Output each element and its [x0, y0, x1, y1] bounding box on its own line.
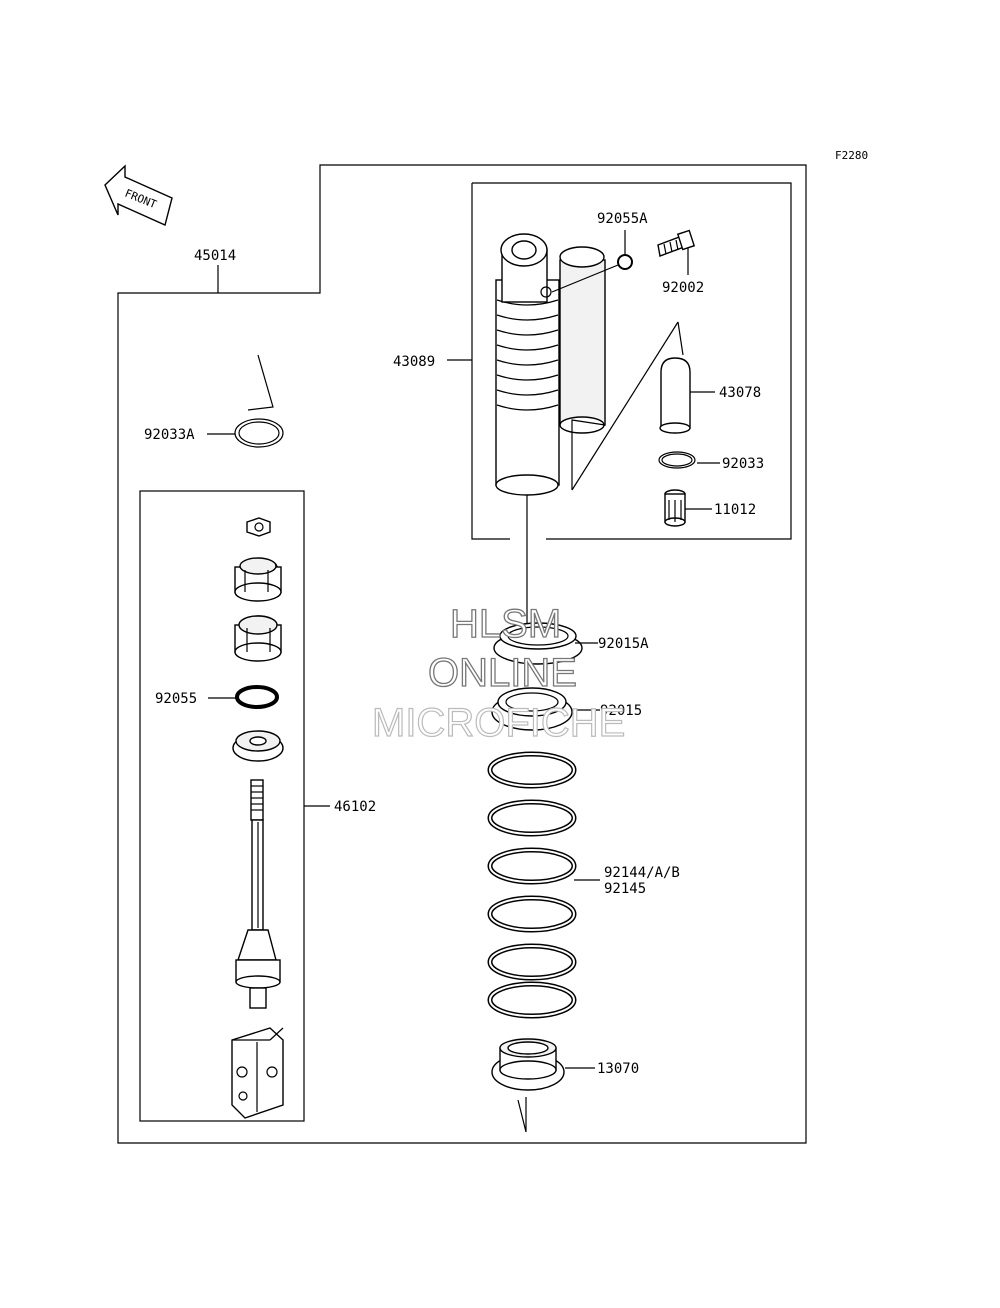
piston-rod — [235, 779, 281, 1009]
bolt-92002: 92002 — [657, 229, 704, 296]
part-label-92002: 92002 — [662, 280, 704, 296]
part-label-43078: 43078 — [719, 385, 761, 401]
upper-bushing — [234, 557, 282, 602]
cap-11012: 11012 — [664, 489, 756, 527]
svg-text:HLSM: HLSM — [450, 602, 561, 646]
figure-code: F2280 — [835, 149, 868, 162]
part-label-92015A: 92015A — [598, 636, 649, 652]
part-label-92033: 92033 — [722, 456, 764, 472]
watermark: HLSM ONLINE MICROFICHE — [371, 601, 626, 745]
shock-body-43089 — [495, 233, 684, 640]
locknut-92015A: 92015A — [493, 622, 649, 665]
part-label-92145: 92145 — [604, 881, 646, 897]
part-label-92144: 92144/A/B — [604, 865, 680, 881]
collar — [232, 730, 284, 762]
spring-92144: 92144/A/B 92145 — [487, 751, 680, 1019]
bladder-43078: 43078 — [659, 357, 761, 434]
assembly-outline — [117, 164, 807, 1144]
part-label-92055: 92055 — [155, 691, 197, 707]
spring-seat-13070: 13070 — [491, 1038, 639, 1133]
adjuster-nut-92015: 92015 — [491, 687, 642, 731]
front-arrow-icon: FRONT — [104, 164, 173, 226]
part-label-46102: 46102 — [334, 799, 376, 815]
part-label-92033A: 92033A — [144, 427, 195, 443]
o-ring-92055: 92055 — [155, 685, 279, 709]
nut — [246, 517, 271, 537]
svg-text:ONLINE: ONLINE — [428, 651, 577, 695]
subassembly-43089-box — [471, 182, 792, 540]
part-label-13070: 13070 — [597, 1061, 639, 1077]
part-label-43089: 43089 — [393, 354, 435, 370]
o-ring-92055A: 92055A — [551, 211, 648, 293]
lower-bushing — [234, 615, 282, 662]
circlip-92033A: 92033A — [144, 354, 284, 448]
part-label-11012: 11012 — [714, 502, 756, 518]
clevis — [231, 1027, 284, 1119]
circlip-92033: 92033 — [658, 451, 764, 472]
part-label-45014: 45014 — [194, 248, 236, 264]
part-label-92015: 92015 — [600, 703, 642, 719]
svg-text:MICROFICHE: MICROFICHE — [372, 701, 625, 745]
part-label-92055A: 92055A — [597, 211, 648, 227]
